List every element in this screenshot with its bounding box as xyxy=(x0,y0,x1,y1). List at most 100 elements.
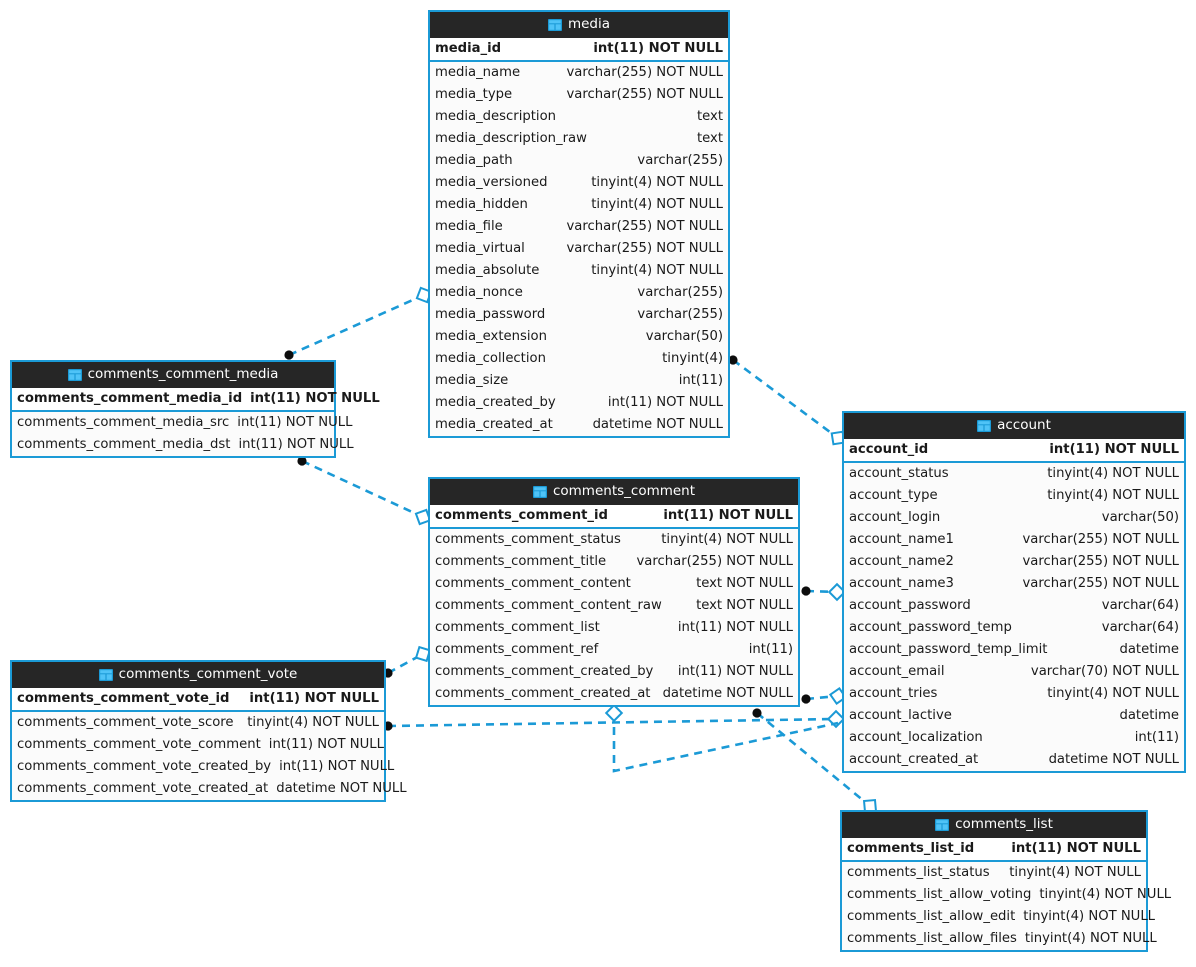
column-name: media_versioned xyxy=(435,175,548,190)
column-type: int(11) NOT NULL xyxy=(1011,841,1141,856)
column-type: int(11) NOT NULL xyxy=(249,691,379,706)
relationship-rel-ccvote-cc[interactable] xyxy=(383,645,432,678)
column-name: media_description_raw xyxy=(435,131,587,146)
column-name: media_name xyxy=(435,65,521,80)
column-type: varchar(50) xyxy=(1101,510,1179,525)
column-type: tinyint(4) NOT NULL xyxy=(591,197,723,212)
relationship-line xyxy=(387,717,837,728)
relationship-line xyxy=(805,589,838,594)
column-name: media_absolute xyxy=(435,263,540,278)
column-name: account_name2 xyxy=(849,554,954,569)
relationship-rel-cc-account-name3[interactable] xyxy=(801,582,847,602)
table-header-comments_comment[interactable]: comments_comment xyxy=(430,479,798,505)
column-type: datetime NOT NULL xyxy=(276,781,407,796)
column-name: comments_list_id xyxy=(847,841,975,856)
relationship-rel-media-ccm[interactable] xyxy=(284,286,433,360)
relationship-rel-ccm-cc[interactable] xyxy=(297,456,432,526)
table-header-comments_comment_vote[interactable]: comments_comment_vote xyxy=(12,662,384,688)
relationship-rel-media-account[interactable] xyxy=(728,355,846,446)
column-type: int(11) xyxy=(1134,730,1179,745)
column-type: int(11) NOT NULL xyxy=(677,664,793,679)
column-row-primary-key[interactable]: comments_list_id int(11) NOT NULL xyxy=(842,838,1146,860)
table-header-account[interactable]: account xyxy=(844,413,1184,439)
column-type: varchar(255) NOT NULL xyxy=(636,554,794,569)
column-type: tinyint(4) NOT NULL xyxy=(661,532,793,547)
column-name: comments_comment_vote_created_by xyxy=(17,759,272,774)
relationship-rel-cc-account-tries[interactable] xyxy=(801,686,848,706)
relationship-line xyxy=(732,358,839,440)
table-header-comments_comment_media[interactable]: comments_comment_media xyxy=(12,362,334,388)
table-comments_list[interactable]: comments_list comments_list_id int(11) NOT… xyxy=(840,810,1171,952)
relationship-rel-ccvote-account[interactable] xyxy=(383,709,846,731)
table-header-media[interactable]: media xyxy=(430,12,728,38)
column-name: media_type xyxy=(435,87,513,102)
column-type: int(11) NOT NULL xyxy=(607,395,723,410)
table-header-comments_list[interactable]: comments_list xyxy=(842,812,1146,838)
column-name: comments_comment_content xyxy=(435,576,631,591)
relationship-rel-cc-bottom-route[interactable] xyxy=(604,703,839,773)
column-type: int(11) xyxy=(678,373,723,388)
